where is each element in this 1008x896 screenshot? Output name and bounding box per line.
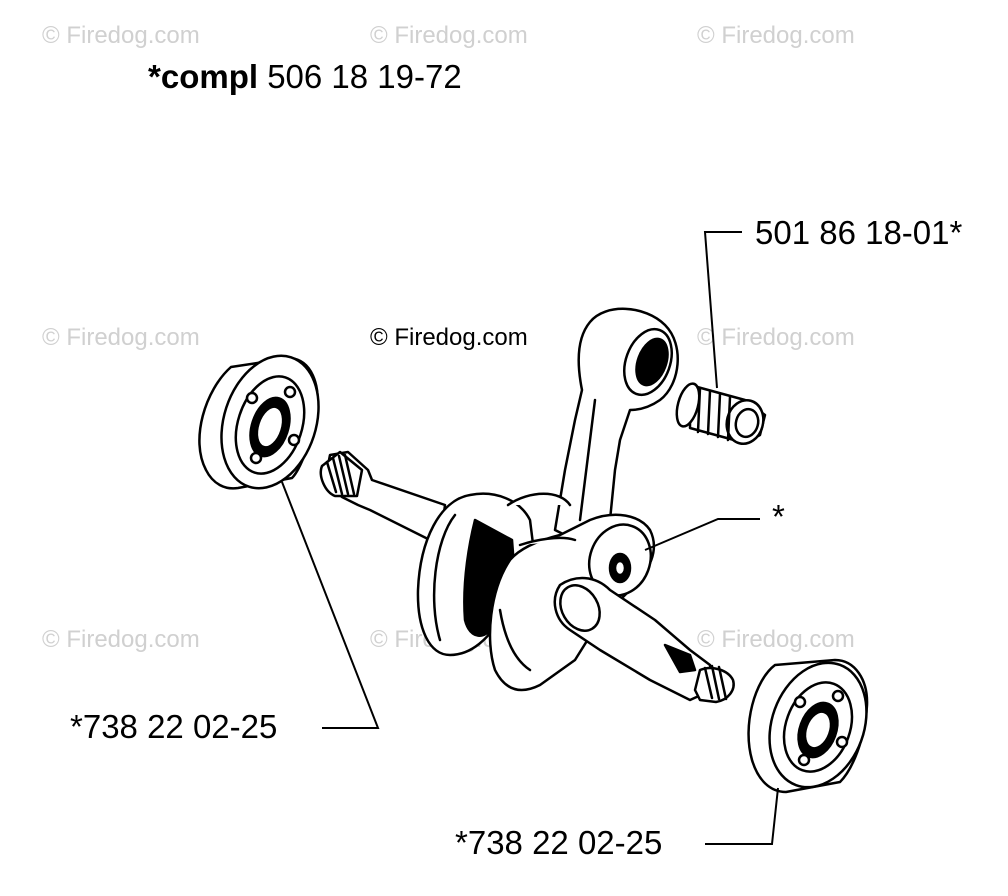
watermark: © Firedog.com	[697, 626, 855, 653]
watermark: © Firedog.com	[42, 22, 200, 49]
watermark: © Firedog.com	[370, 324, 528, 351]
title-part-number: 506 18 19-72	[267, 58, 462, 95]
label-needle-bearing: 501 86 18-01*	[755, 214, 963, 251]
watermark: © Firedog.com	[42, 324, 200, 351]
label-conrod: *	[772, 498, 785, 535]
needle-bearing	[675, 382, 767, 446]
watermark: © Firedog.com	[370, 22, 528, 49]
leader-line-left-bearing	[281, 481, 380, 729]
watermark: © Firedog.com	[697, 324, 855, 351]
right-crank-shaft	[553, 576, 735, 704]
title-prefix: *compl	[148, 58, 259, 95]
assembly-title: *compl 506 18 19-72	[148, 60, 462, 93]
connecting-rod	[553, 307, 679, 542]
leader-line-right-bearing	[705, 787, 779, 845]
watermark: © Firedog.com	[697, 22, 855, 49]
left-ball-bearing	[198, 354, 320, 490]
leader-line-conrod	[644, 518, 760, 551]
leader-line-needle-bearing	[703, 231, 742, 389]
left-crank-web	[416, 492, 572, 657]
label-left-bearing: *738 22 02-25	[70, 708, 278, 745]
left-crank-shaft	[319, 450, 447, 547]
right-ball-bearing	[747, 658, 869, 794]
label-right-bearing: *738 22 02-25	[455, 824, 663, 861]
watermark: © Firedog.com	[42, 626, 200, 653]
